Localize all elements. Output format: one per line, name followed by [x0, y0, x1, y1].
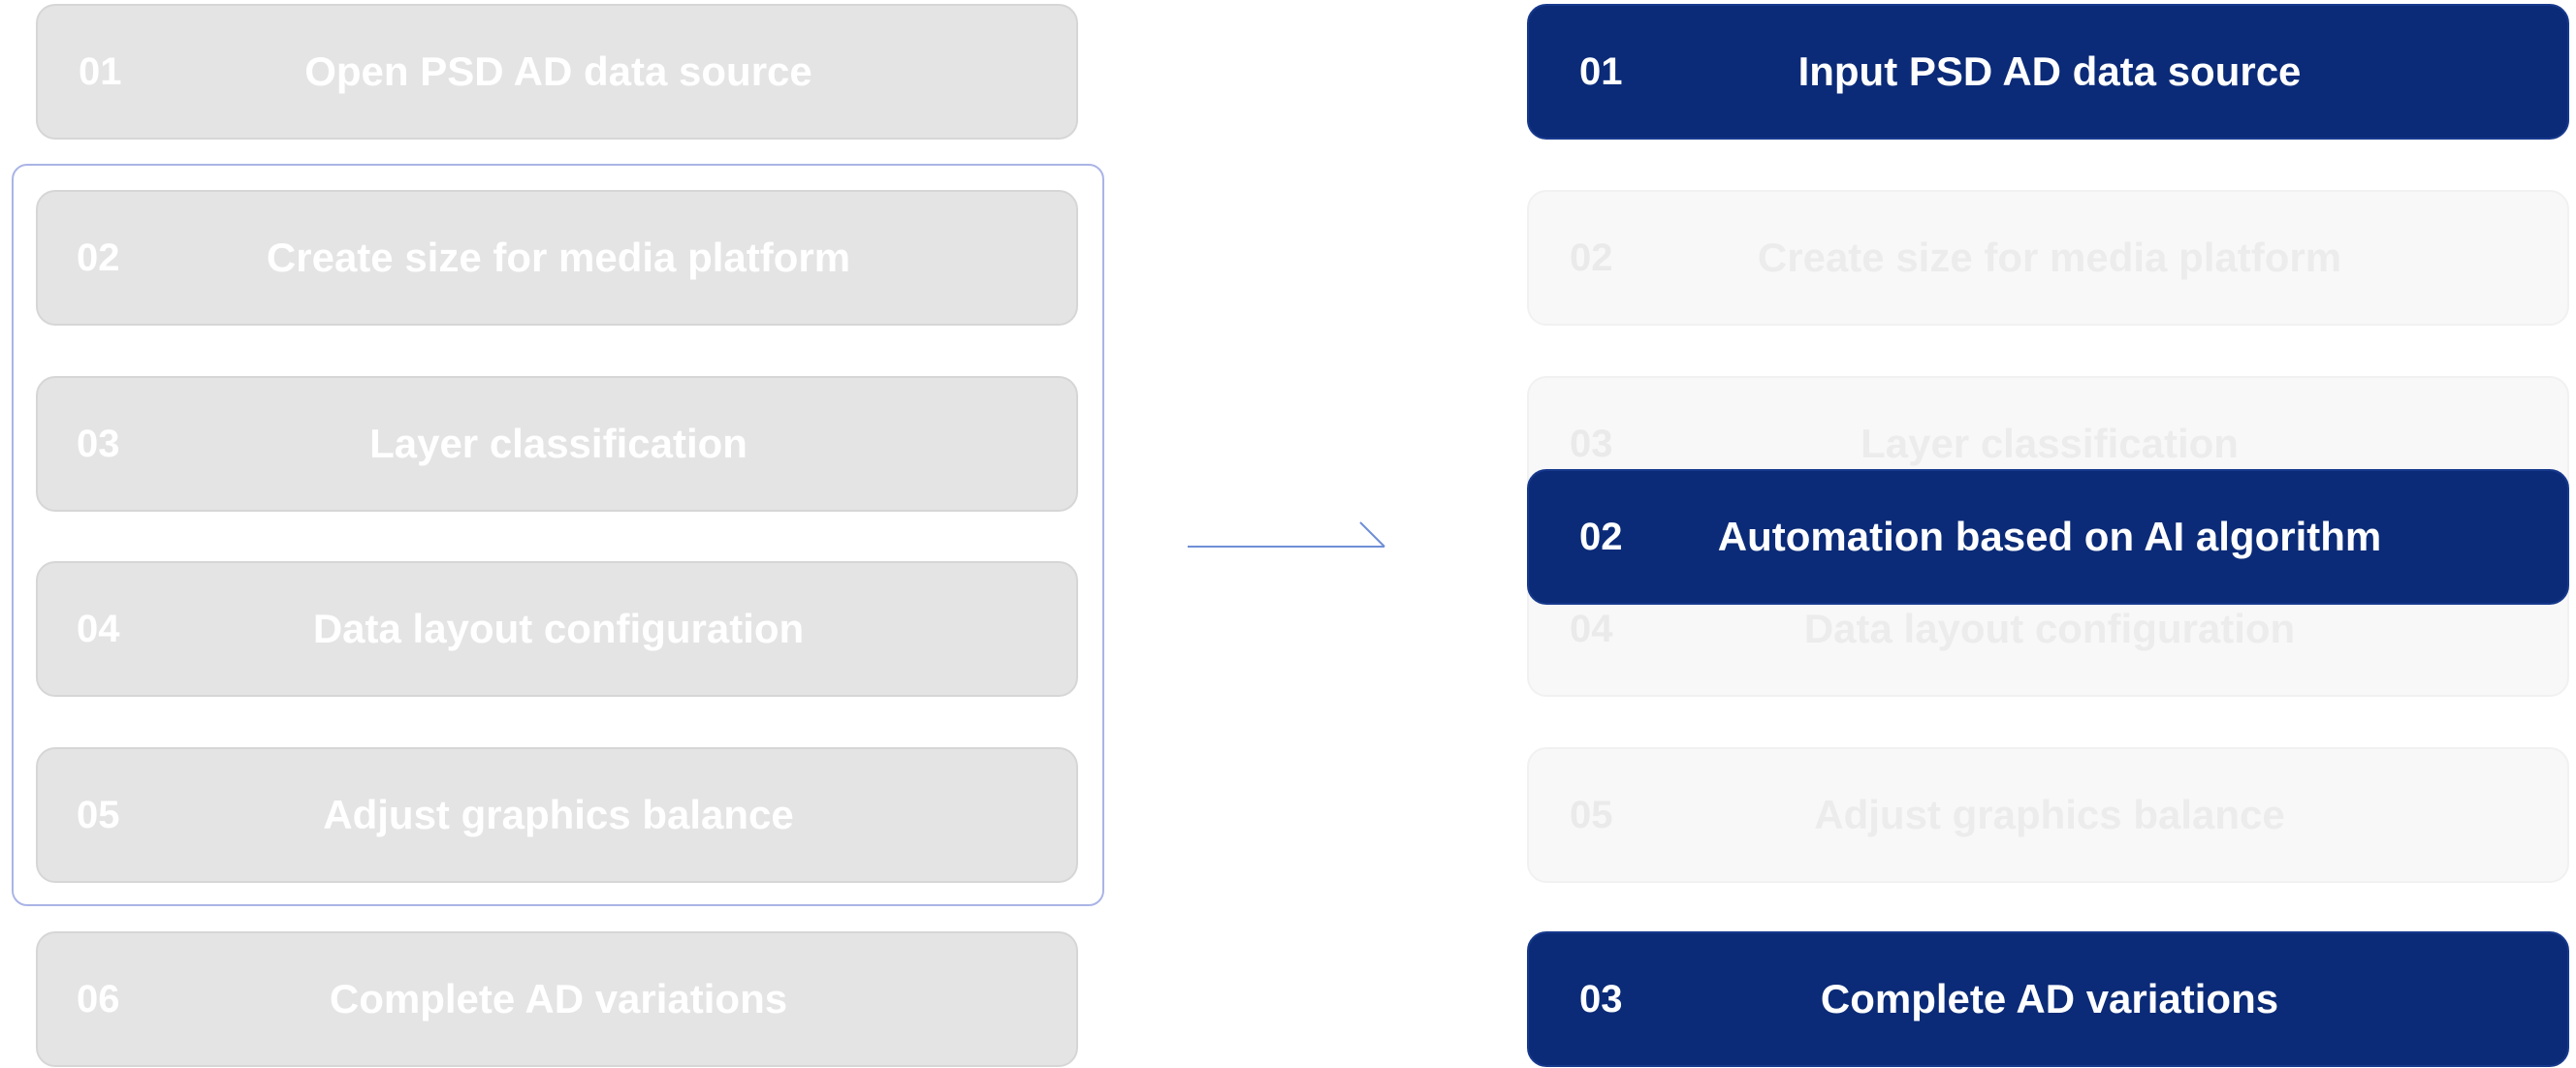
faded-step-5: 05 Adjust graphics balance — [1527, 747, 2569, 883]
step-label: Input PSD AD data source — [1797, 48, 2302, 94]
step-label: Complete AD variations — [329, 976, 788, 1021]
step-label: Open PSD AD data source — [304, 48, 812, 94]
step-label: Layer classification — [369, 421, 747, 466]
left-step-4: 04 Data layout configuration — [36, 561, 1078, 697]
faded-step-2: 02 Create size for media platform — [1527, 190, 2569, 326]
step-label: Layer classification — [1860, 421, 2239, 466]
step-label: Data layout configuration — [312, 606, 805, 651]
step-label: Adjust graphics balance — [1814, 792, 2285, 837]
left-step-1: 01 Open PSD AD data source — [36, 4, 1078, 140]
step-number: 01 — [1579, 50, 1623, 93]
grouped-steps-frame — [12, 164, 1104, 906]
step-number: 01 — [79, 50, 122, 93]
step-number: 06 — [77, 978, 120, 1021]
step-label: Adjust graphics balance — [323, 792, 794, 837]
active-step-2: 02 Automation based on AI algorithm — [1527, 469, 2569, 605]
step-number: 02 — [1579, 516, 1623, 558]
step-label: Automation based on AI algorithm — [1717, 514, 2382, 559]
left-step-6: 06 Complete AD variations — [36, 931, 1078, 1067]
active-step-3: 03 Complete AD variations — [1527, 931, 2569, 1067]
step-number: 03 — [1570, 423, 1613, 465]
step-number: 02 — [77, 236, 120, 279]
step-label: Complete AD variations — [1820, 976, 2279, 1021]
arrow-right-icon — [1188, 521, 1385, 548]
left-step-5: 05 Adjust graphics balance — [36, 747, 1078, 883]
step-label: Create size for media platform — [266, 235, 851, 280]
left-step-3: 03 Layer classification — [36, 376, 1078, 512]
left-step-2: 02 Create size for media platform — [36, 190, 1078, 326]
step-number: 05 — [1570, 794, 1613, 836]
step-number: 04 — [1570, 608, 1613, 650]
step-number: 02 — [1570, 236, 1613, 279]
step-number: 04 — [77, 608, 120, 650]
step-label: Create size for media platform — [1757, 235, 2342, 280]
step-number: 03 — [1579, 978, 1623, 1021]
step-number: 05 — [77, 794, 120, 836]
step-number: 03 — [77, 423, 120, 465]
active-step-1: 01 Input PSD AD data source — [1527, 4, 2569, 140]
step-label: Data layout configuration — [1803, 606, 2296, 651]
